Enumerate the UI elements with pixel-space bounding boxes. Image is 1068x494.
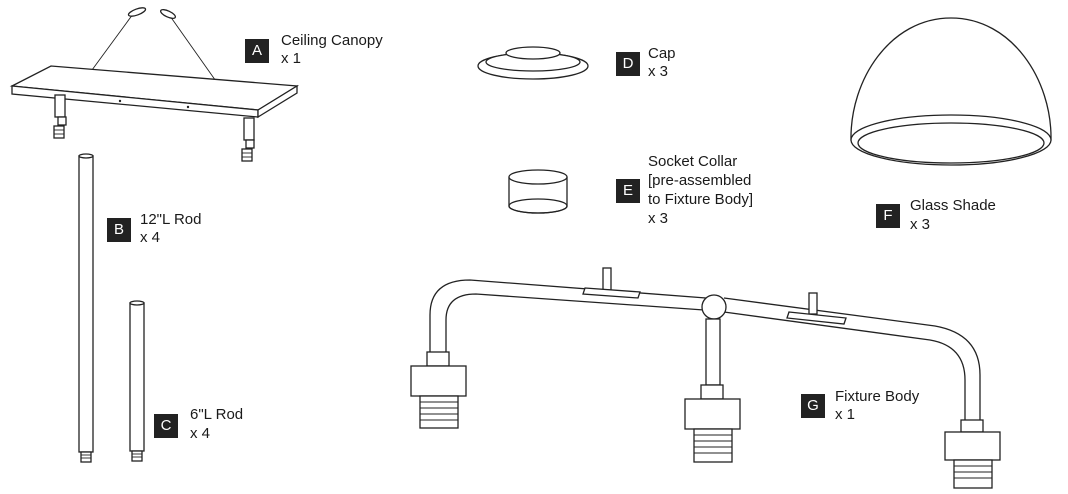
part-qty-b: x 4	[140, 229, 161, 246]
part-qty-d: x 3	[648, 63, 669, 80]
ceiling-canopy-drawing	[9, 7, 300, 162]
part-letter-badge-c: C	[154, 414, 178, 438]
part-qty-e: x 3	[648, 210, 669, 227]
fixture-body-drawing	[410, 267, 1001, 489]
part-qty-a: x 1	[281, 50, 302, 67]
six-inch-rod-drawing	[129, 300, 145, 462]
part-name-f: Glass Shade	[910, 197, 996, 214]
part-qty-g: x 1	[835, 406, 856, 423]
part-qty-c: x 4	[190, 425, 211, 442]
part-name-e-line-2: [pre-assembled	[648, 172, 752, 189]
part-letter-badge-a: A	[245, 39, 269, 63]
twelve-inch-rod-drawing	[78, 153, 94, 463]
part-name-g: Fixture Body	[835, 388, 920, 405]
glass-shade-drawing	[850, 17, 1052, 166]
part-name-a: Ceiling Canopy	[281, 32, 383, 49]
part-qty-f: x 3	[910, 216, 931, 233]
part-name-c: 6"L Rod	[190, 406, 244, 423]
part-letter-badge-d: D	[616, 52, 640, 76]
part-letter-badge-b: B	[107, 218, 131, 242]
cap-drawing	[477, 46, 589, 80]
part-letter-badge-g: G	[801, 394, 825, 418]
socket-collar-drawing	[508, 169, 568, 214]
part-name-d: Cap	[648, 45, 676, 62]
part-letter-badge-f: F	[876, 204, 900, 228]
part-name-b: 12"L Rod	[140, 211, 202, 228]
part-letter-badge-e: E	[616, 179, 640, 203]
part-name-e-line-3: to Fixture Body]	[648, 191, 754, 208]
part-name-e-line-1: Socket Collar	[648, 153, 738, 170]
